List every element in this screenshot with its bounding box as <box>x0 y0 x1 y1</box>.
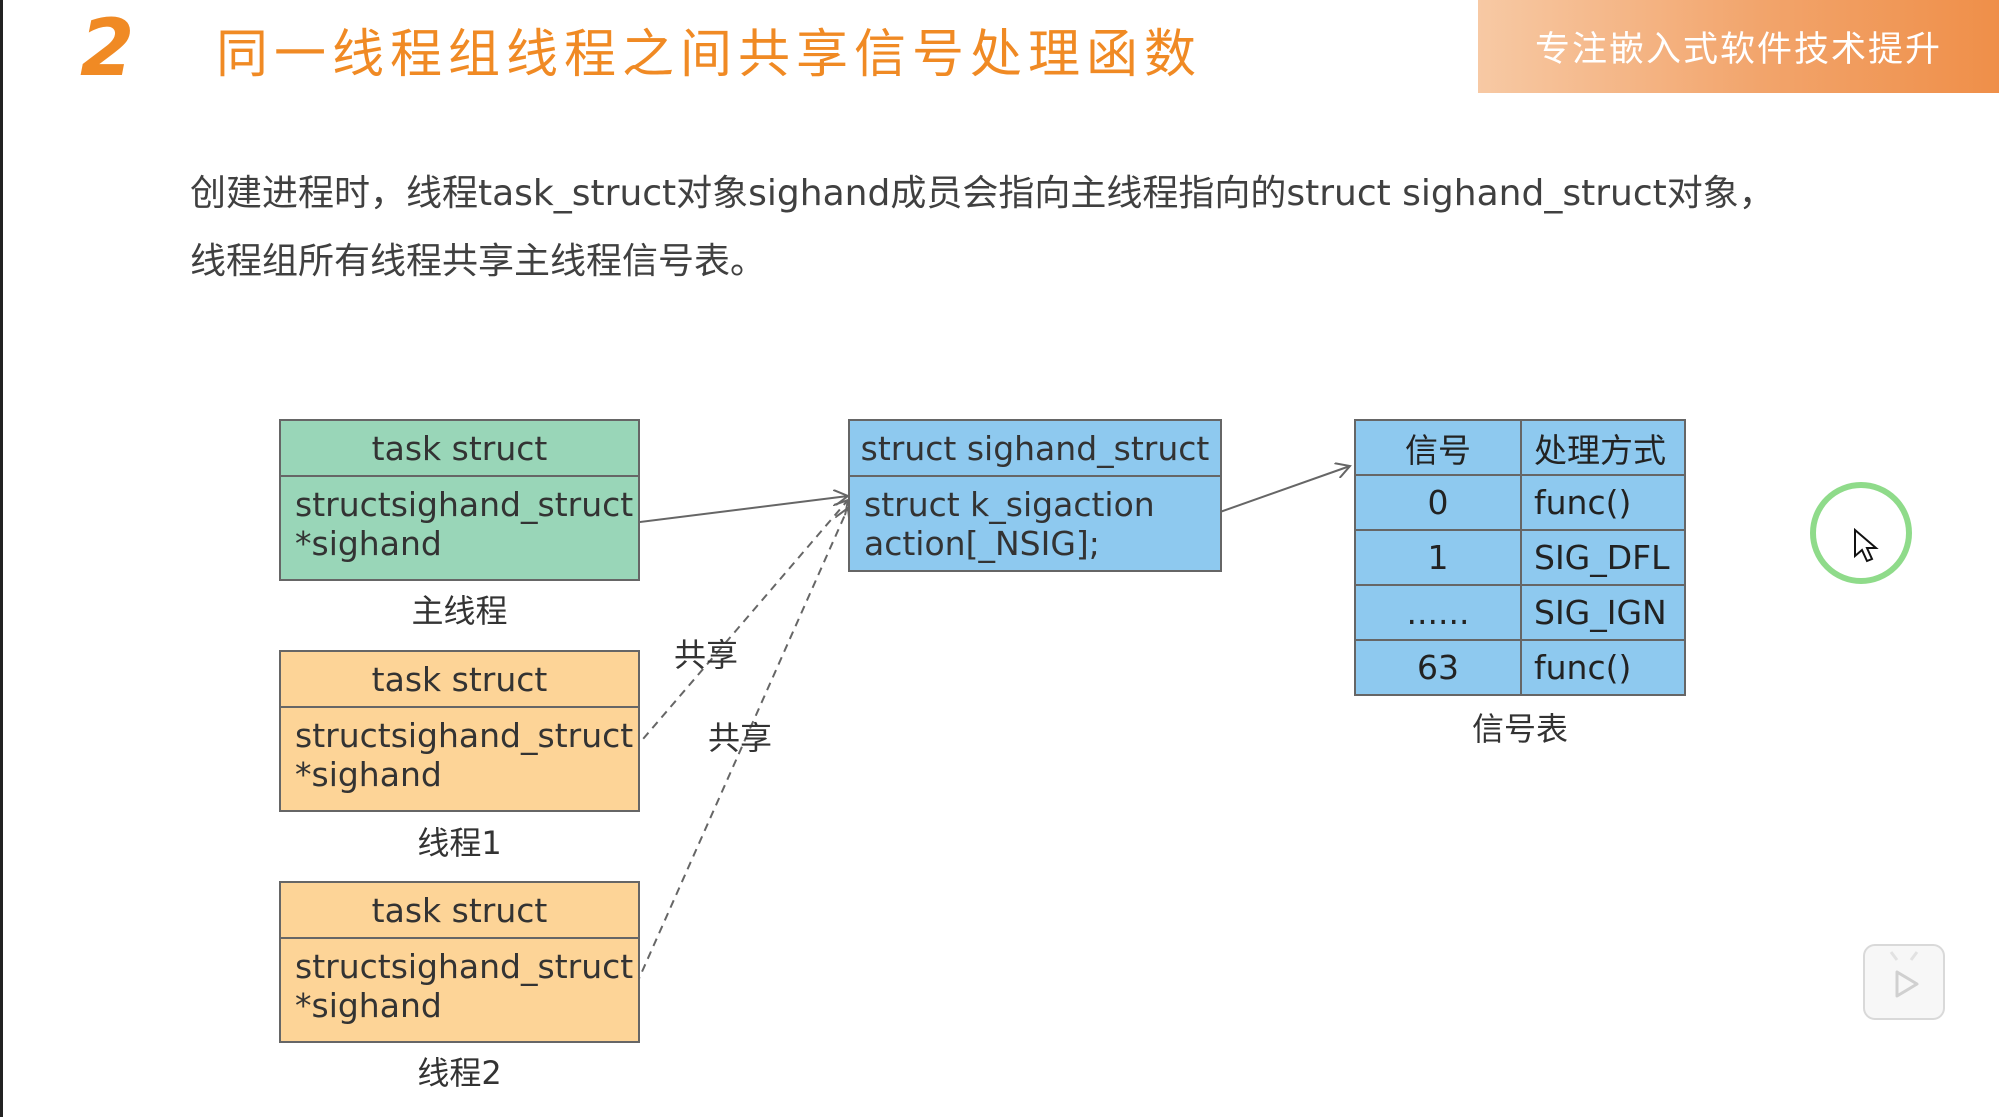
sighand-struct-field-type: struct k_sigaction <box>864 485 1155 524</box>
share-label-1: 共享 <box>674 636 739 674</box>
tv-play-icon <box>1889 951 1919 998</box>
main-thread-body: structsighand_struct *sighand <box>281 477 638 571</box>
sighand-struct-box: struct sighand_struct struct k_sigaction… <box>848 419 1222 572</box>
sighand-struct-body: struct k_sigaction action[_NSIG]; <box>850 477 1220 571</box>
table-row: 63 func() <box>1354 639 1686 696</box>
mouse-cursor-icon <box>1854 528 1879 563</box>
signal-handler: SIG_DFL <box>1520 529 1686 586</box>
signal-number: 63 <box>1354 639 1522 696</box>
left-edge-bar <box>0 0 3 1117</box>
sighand-struct-field-name: action[_NSIG]; <box>864 524 1100 563</box>
thread2-body: structsighand_struct *sighand <box>281 939 638 1033</box>
share-label-2: 共享 <box>708 719 773 757</box>
cursor-highlight-ring <box>1810 482 1912 584</box>
signal-table-col-handler: 处理方式 <box>1520 419 1686 476</box>
thread1-box: task struct structsighand_struct *sighan… <box>279 650 640 812</box>
intro-line-1: 创建进程时，线程task_struct对象sighand成员会指向主线程指向的s… <box>190 173 1775 214</box>
thread2-field-name: *sighand <box>295 986 442 1025</box>
arrow-thread1-to-sighand <box>624 500 848 761</box>
signal-handler: SIG_IGN <box>1520 584 1686 641</box>
thread2-head: task struct <box>281 883 638 939</box>
signal-number: ...... <box>1354 584 1522 641</box>
thread2-box: task struct structsighand_struct *sighan… <box>279 881 640 1043</box>
thread1-head: task struct <box>281 652 638 708</box>
brand-banner: 专注嵌入式软件技术提升 <box>1478 0 1999 93</box>
slide-title: 同一线程组线程之间共享信号处理函数 <box>216 25 1203 85</box>
sighand-struct-head: struct sighand_struct <box>850 421 1220 477</box>
main-thread-head: task struct <box>281 421 638 477</box>
arrow-thread2-to-sighand <box>624 508 848 1011</box>
section-number: 2 <box>80 4 135 94</box>
signal-table: 信号 处理方式 0 func() 1 SIG_DFL ...... SIG_IG… <box>1354 419 1686 696</box>
signal-table-caption: 信号表 <box>1471 710 1568 748</box>
signal-number: 0 <box>1354 474 1522 531</box>
signal-table-col-signal: 信号 <box>1354 419 1522 476</box>
thread2-field-type: structsighand_struct <box>295 947 634 986</box>
signal-number: 1 <box>1354 529 1522 586</box>
intro-line-2: 线程组所有线程共享主线程信号表。 <box>190 241 767 282</box>
signal-handler: func() <box>1520 474 1686 531</box>
intro-text: 创建进程时，线程task_struct对象sighand成员会指向主线程指向的s… <box>190 160 1830 296</box>
thread1-field-name: *sighand <box>295 755 442 794</box>
thread1-body: structsighand_struct *sighand <box>281 708 638 802</box>
thread1-field-type: structsighand_struct <box>295 716 634 755</box>
thread2-caption: 线程2 <box>417 1054 502 1092</box>
signal-handler: func() <box>1520 639 1686 696</box>
main-thread-caption: 主线程 <box>411 592 508 630</box>
signal-table-header: 信号 处理方式 <box>1354 419 1686 476</box>
video-player-button[interactable] <box>1863 944 1945 1020</box>
main-thread-field-name: *sighand <box>295 524 442 563</box>
table-row: 0 func() <box>1354 474 1686 531</box>
table-row: ...... SIG_IGN <box>1354 584 1686 641</box>
table-row: 1 SIG_DFL <box>1354 529 1686 586</box>
thread1-caption: 线程1 <box>417 824 502 862</box>
arrow-main-to-sighand <box>631 496 848 524</box>
main-thread-field-type: structsighand_struct <box>295 485 634 524</box>
main-thread-box: task struct structsighand_struct *sighan… <box>279 419 640 581</box>
